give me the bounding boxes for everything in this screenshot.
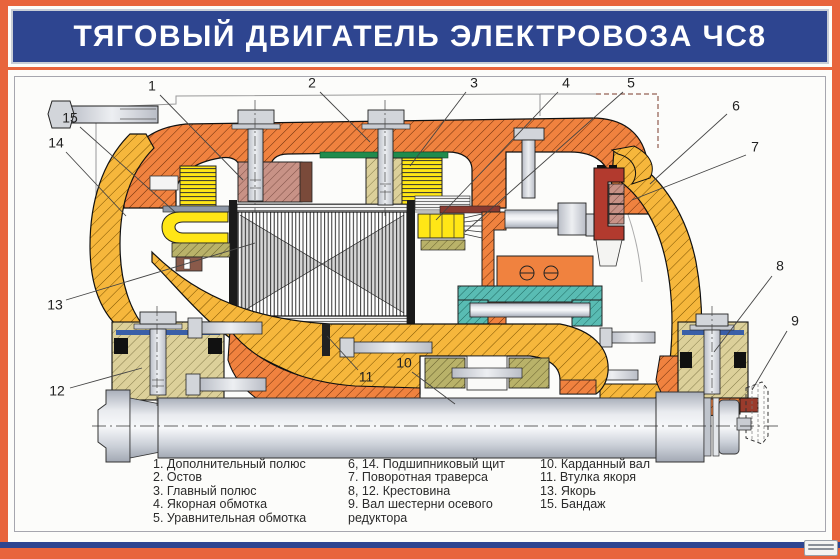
left-bearing-shield <box>47 100 159 337</box>
shield-bolt <box>47 100 159 129</box>
housing-bolts <box>231 109 545 206</box>
callout-leader-line <box>649 113 728 185</box>
callout-leader-line <box>326 335 359 371</box>
callout-leader-line <box>751 330 788 391</box>
legend-item: 1. Дополнительный полюс <box>153 457 306 471</box>
legend-item: 9. Вал шестерни осевого <box>348 497 493 512</box>
title-underline <box>8 67 832 70</box>
callout-leader-line <box>411 371 456 405</box>
callout-leader-line <box>65 242 256 301</box>
legend-item: 5. Уравнительная обмотка <box>153 510 307 525</box>
content-frame <box>14 76 826 532</box>
legend-item: 2. Остов <box>153 470 203 485</box>
callout-number: 10 <box>396 355 412 371</box>
additional-pole-coil <box>179 165 217 207</box>
callout-number: 14 <box>48 135 64 151</box>
publisher-logo <box>804 540 838 556</box>
callout-number: 7 <box>751 139 759 155</box>
callout-number: 2 <box>308 75 316 91</box>
callout-leader-line <box>464 91 624 233</box>
callout-leader-line <box>79 126 176 213</box>
bandage <box>162 205 230 213</box>
end-winding <box>161 211 229 244</box>
callout-leader-line <box>409 91 467 167</box>
centerlines <box>156 100 713 408</box>
poster-title: ТЯГОВЫЙ ДВИГАТЕЛЬ ЭЛЕКТРОВОЗА ЧС8 <box>73 19 767 53</box>
callout-number: 4 <box>562 75 570 91</box>
legend-item: 15. Бандаж <box>540 497 606 512</box>
callout-leader-line <box>631 154 747 201</box>
legend-item: 11. Втулка якоря <box>540 470 637 485</box>
callout-number: 9 <box>791 313 799 329</box>
callout-leader-line <box>65 151 127 217</box>
callout-number: 12 <box>49 383 65 399</box>
callout-number: 3 <box>470 75 478 91</box>
footer-stripe <box>0 542 840 548</box>
callout-leader-line <box>69 367 143 389</box>
legend-item: 10. Карданный вал <box>540 457 650 471</box>
callout-leader-line <box>435 91 559 221</box>
armature <box>161 200 415 328</box>
callout-leader-line <box>713 275 773 353</box>
callout-number: 5 <box>627 75 635 91</box>
callout-number: 8 <box>776 258 784 274</box>
callout-number: 1 <box>148 78 156 94</box>
title-bar: ТЯГОВЫЙ ДВИГАТЕЛЬ ЭЛЕКТРОВОЗА ЧС8 <box>11 9 829 64</box>
callout-number: 11 <box>359 369 374 385</box>
axle-gear-shaft <box>745 381 769 445</box>
callout-leader-line <box>159 94 244 181</box>
legend-item: 6, 14. Подшипниковый щит <box>348 457 506 471</box>
callout-number: 6 <box>732 98 740 114</box>
terminal-lead <box>149 175 179 191</box>
legend-item: 8, 12. Крестовина <box>348 483 451 498</box>
cardan-shaft <box>92 389 782 463</box>
callout-number: 13 <box>47 297 63 313</box>
callout-number: 15 <box>62 110 78 126</box>
left-crosspiece-bearing <box>111 311 267 401</box>
callout-leader-line <box>319 91 371 143</box>
legend-item: 7. Поворотная траверса <box>348 470 488 485</box>
legend-item: 3. Главный полюс <box>153 483 257 498</box>
legend-item: 4. Якорная обмотка <box>153 497 268 512</box>
legend-item: 13. Якорь <box>540 483 596 498</box>
legend-item: редуктора <box>348 510 408 525</box>
brush-traverse <box>504 167 625 267</box>
